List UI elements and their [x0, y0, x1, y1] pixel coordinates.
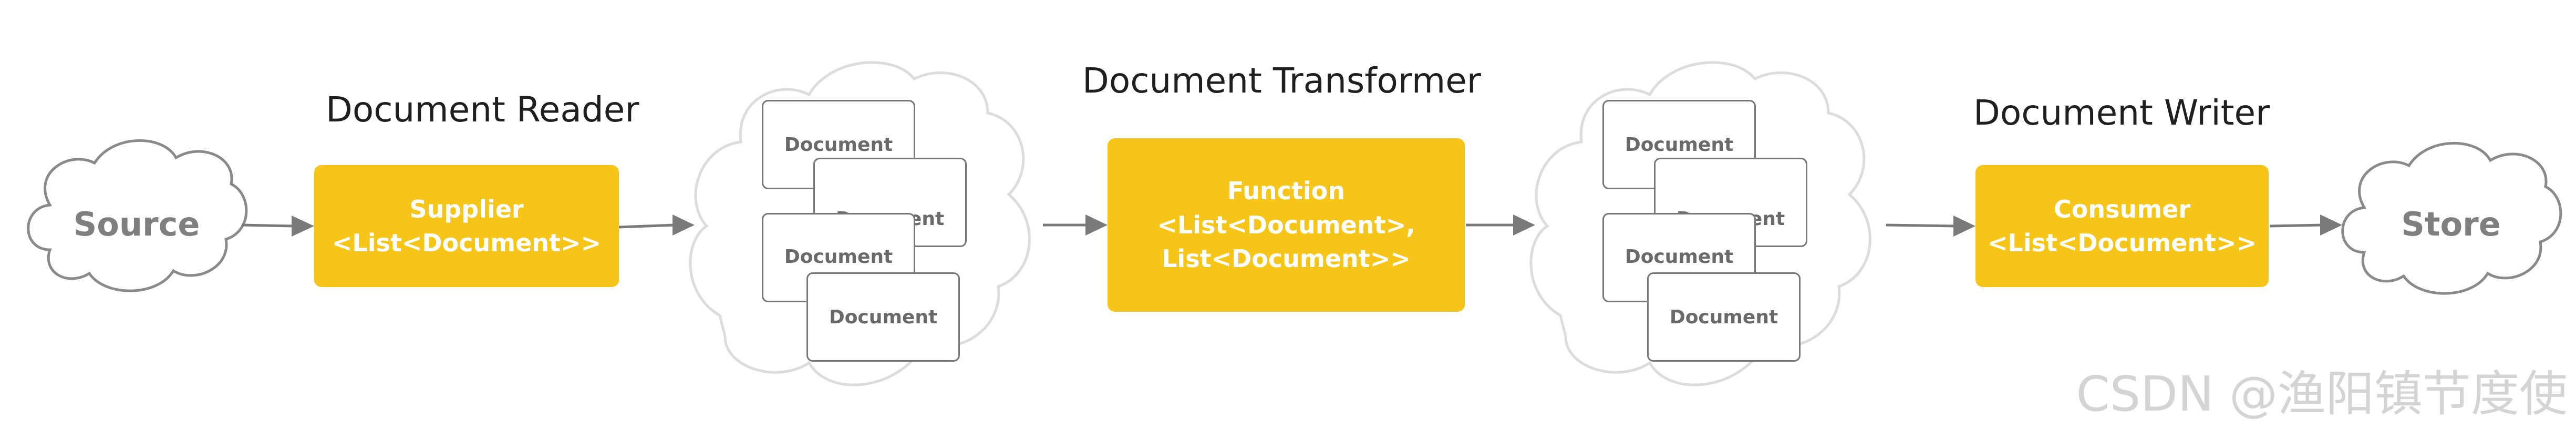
writer-line-1: Consumer: [2053, 195, 2191, 223]
writer-line-2: <List<Document>>: [1987, 229, 2257, 257]
transformer-line-2: <List<Document>,: [1157, 210, 1415, 239]
reader-line-2: <List<Document>>: [332, 229, 602, 257]
document-reader-box: Supplier <List<Document>>: [314, 165, 619, 287]
document-writer-box: Consumer <List<Document>>: [1975, 165, 2269, 287]
document-transformer-title: Document Transformer: [1082, 60, 1481, 101]
source-label: Source: [73, 205, 200, 243]
arrow-transformer-to-cloud2: [1466, 214, 1535, 236]
watermark: CSDN @渔阳镇节度使: [2076, 366, 2568, 422]
document-card: Document: [1647, 272, 1801, 362]
document-transformer-box: Function <List<Document>, List<Document>…: [1108, 138, 1465, 312]
reader-line-1: Supplier: [409, 195, 524, 223]
arrow-cloud1-to-transformer: [1043, 214, 1108, 236]
arrow-source-to-reader: [241, 216, 314, 237]
transformer-line-3: List<Document>>: [1162, 244, 1411, 273]
document-writer-title: Document Writer: [1973, 93, 2270, 133]
store-cloud-shape: [2341, 141, 2562, 295]
transformer-line-1: Function: [1227, 177, 1345, 206]
store-label: Store: [2401, 205, 2501, 243]
arrow-reader-to-cloud1: [618, 214, 695, 236]
arrow-cloud2-to-writer: [1886, 216, 1975, 237]
document-card: Document: [806, 272, 960, 362]
arrow-writer-to-store: [2269, 214, 2342, 236]
source-cloud-shape: [27, 139, 248, 292]
document-reader-title: Document Reader: [326, 89, 639, 130]
